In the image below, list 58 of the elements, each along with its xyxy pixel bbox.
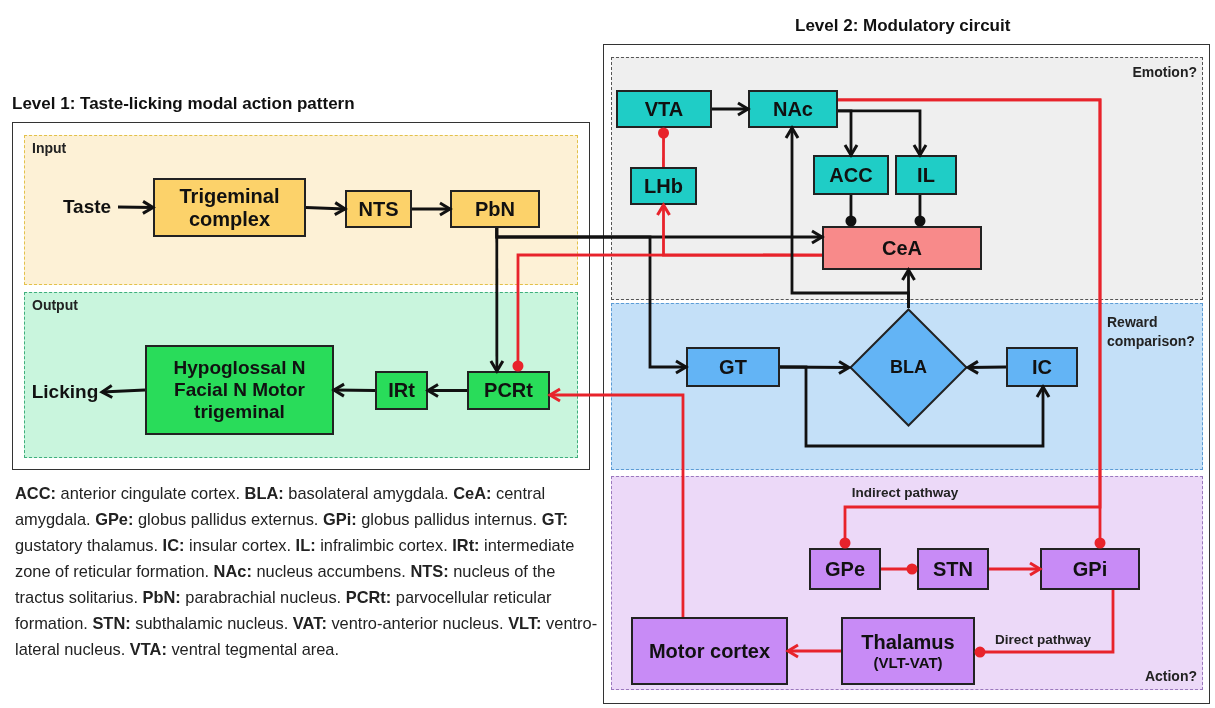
arrow bbox=[786, 643, 841, 659]
arrow bbox=[784, 126, 910, 308]
band-label: Reward comparison? bbox=[1107, 313, 1196, 351]
arrow bbox=[305, 201, 347, 217]
brain-region-box: GPi bbox=[1040, 548, 1140, 590]
brain-region-box: IC bbox=[1006, 347, 1078, 387]
brain-region-box: STN bbox=[917, 548, 989, 590]
brain-region-box: VTA bbox=[616, 90, 712, 128]
brain-region-box: NTS bbox=[345, 190, 412, 228]
brain-region-box: NAc bbox=[748, 90, 838, 128]
arrow bbox=[656, 203, 822, 257]
band-label: Emotion? bbox=[1132, 63, 1197, 82]
brain-region-box: IL bbox=[895, 155, 957, 195]
brain-region-box: PCRt bbox=[467, 371, 550, 410]
brain-region-box: GT bbox=[686, 347, 780, 387]
arrow bbox=[118, 199, 155, 215]
brain-region-box: LHb bbox=[630, 167, 697, 205]
behavior-label: Taste bbox=[56, 192, 118, 222]
dot-ended-connector bbox=[974, 590, 1115, 658]
arrow bbox=[426, 383, 467, 398]
region-name: Thalamus bbox=[861, 630, 955, 654]
brain-region-box: Motor cortex bbox=[631, 617, 788, 685]
panel-heading: Level 1: Taste-licking modal action pattern bbox=[12, 94, 355, 114]
arrow bbox=[332, 382, 375, 398]
arrow bbox=[780, 365, 1051, 448]
brain-region-box: IRt bbox=[375, 371, 428, 410]
arrow bbox=[412, 201, 452, 217]
arrow bbox=[838, 109, 928, 157]
brain-region-box: GPe bbox=[809, 548, 881, 590]
abbreviation-glossary: ACC: anterior cingulate cortex. BLA: basolateral amygdala. CeA: central amygdala. GPe: globus pallidus externus. GPi: globus pallidus internus. GT: gustatory thalamus. IC: insular cortex. IL: infralimbic cortex. IRt: intermediate zone of reticular formation. NAc: nucleus accumbens. NTS: nucleus of the tractus solitarius. PbN: parabrachial nucleus. PCRt: parvocellular reticular formation. STN: subthalamic nucleus. VAT: ventro-anterior nucleus. VLT: ventro-lateral nucleus. VTA: ventral tegmental area. bbox=[15, 483, 599, 660]
behavior-label: Licking bbox=[28, 377, 102, 407]
region-band bbox=[24, 292, 578, 458]
arrow bbox=[712, 101, 750, 117]
band-label: Input bbox=[32, 139, 67, 158]
dot-ended-connector bbox=[845, 195, 857, 227]
brain-region-box: ACC bbox=[813, 155, 889, 195]
panel-heading: Level 2: Modulatory circuit bbox=[795, 16, 1011, 36]
band-label: Action? bbox=[1144, 667, 1197, 686]
region-band bbox=[611, 476, 1203, 690]
dot-ended-connector bbox=[658, 127, 669, 167]
brain-region-box: Trigeminal complex bbox=[153, 178, 306, 237]
arrow bbox=[548, 387, 685, 617]
brain-region-box: PbN bbox=[450, 190, 540, 228]
brain-region-box: Hypoglossal N Facial N Motor trigeminal bbox=[145, 345, 334, 435]
arrow bbox=[100, 384, 146, 400]
arrow bbox=[966, 359, 1006, 375]
arrow bbox=[495, 228, 688, 375]
region-band bbox=[611, 57, 1203, 300]
band-label: Output bbox=[32, 296, 78, 315]
diamond-node: BLA bbox=[849, 308, 968, 427]
dot-ended-connector bbox=[881, 563, 918, 575]
brain-region-box: CeA bbox=[822, 226, 982, 270]
region-band bbox=[611, 303, 1203, 470]
dot-ended-connector bbox=[914, 195, 926, 227]
arrow bbox=[989, 561, 1042, 577]
brain-region-box bbox=[841, 617, 975, 685]
region-subtitle: (VLT-VAT) bbox=[873, 653, 943, 672]
region-band bbox=[24, 135, 578, 285]
